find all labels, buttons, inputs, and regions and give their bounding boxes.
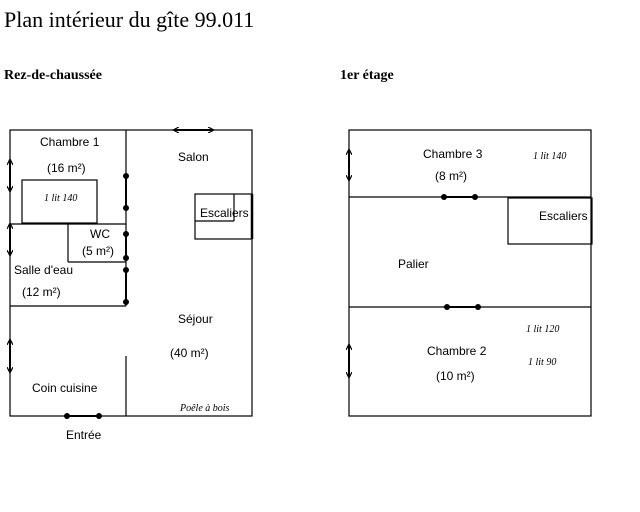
ground-floor-heading: Rez-de-chaussée: [4, 68, 102, 83]
door-chambre2-hinge-right: [475, 304, 481, 310]
label-wc-area: (5 m²): [82, 244, 114, 258]
first-outer-wall: [348, 129, 592, 417]
bed-chambre1: [21, 179, 98, 224]
label-chambre3-bed: 1 lit 140: [533, 151, 566, 162]
first-floor-heading: 1er étage: [340, 68, 394, 83]
door-salle-eau-hinge-bottom: [123, 299, 129, 305]
door-chambre1-hinge-bottom: [123, 205, 129, 211]
door-wc-hinge-bottom: [123, 255, 129, 261]
label-salon: Salon: [178, 150, 209, 164]
label-chambre2-bed2: 1 lit 90: [528, 357, 556, 368]
label-entree: Entrée: [66, 428, 102, 442]
ground-floor-plan: Chambre 1 (16 m²) 1 lit 140 Salon Escali…: [9, 129, 254, 442]
door-chambre2-hinge-left: [444, 304, 450, 310]
label-chambre1-area: (16 m²): [47, 161, 86, 175]
door-salle-eau-hinge-top: [123, 267, 129, 273]
label-palier: Palier: [398, 257, 429, 271]
label-sejour-area: (40 m²): [170, 346, 209, 360]
label-salle-eau: Salle d'eau: [14, 263, 73, 277]
door-chambre3-hinge-left: [441, 194, 447, 200]
door-entree-hinge-right: [96, 413, 102, 419]
label-escaliers-first: Escaliers: [539, 209, 588, 223]
door-chambre3-hinge-right: [472, 194, 478, 200]
page-title: Plan intérieur du gîte 99.011: [4, 7, 254, 32]
ground-outer-wall: [9, 129, 253, 417]
label-escaliers-ground: Escaliers: [200, 206, 249, 220]
door-entree-hinge-left: [64, 413, 70, 419]
label-chambre2: Chambre 2: [427, 344, 487, 358]
label-chambre2-area: (10 m²): [436, 369, 475, 383]
first-floor-plan: Chambre 3 (8 m²) 1 lit 140 Escaliers Pal…: [348, 129, 593, 417]
label-poele: Poêle à bois: [179, 403, 230, 414]
label-chambre1: Chambre 1: [40, 135, 100, 149]
label-bed-140: 1 lit 140: [44, 193, 77, 204]
label-wc: WC: [90, 227, 110, 241]
label-chambre2-bed1: 1 lit 120: [526, 324, 559, 335]
label-chambre3-area: (8 m²): [435, 169, 467, 183]
label-coin-cuisine: Coin cuisine: [32, 381, 98, 395]
label-chambre3: Chambre 3: [423, 147, 483, 161]
label-salle-eau-area: (12 m²): [22, 285, 61, 299]
label-sejour: Séjour: [178, 312, 213, 326]
stairs-first: [507, 197, 593, 245]
door-wc-hinge-top: [123, 231, 129, 237]
door-chambre1-hinge-top: [123, 173, 129, 179]
